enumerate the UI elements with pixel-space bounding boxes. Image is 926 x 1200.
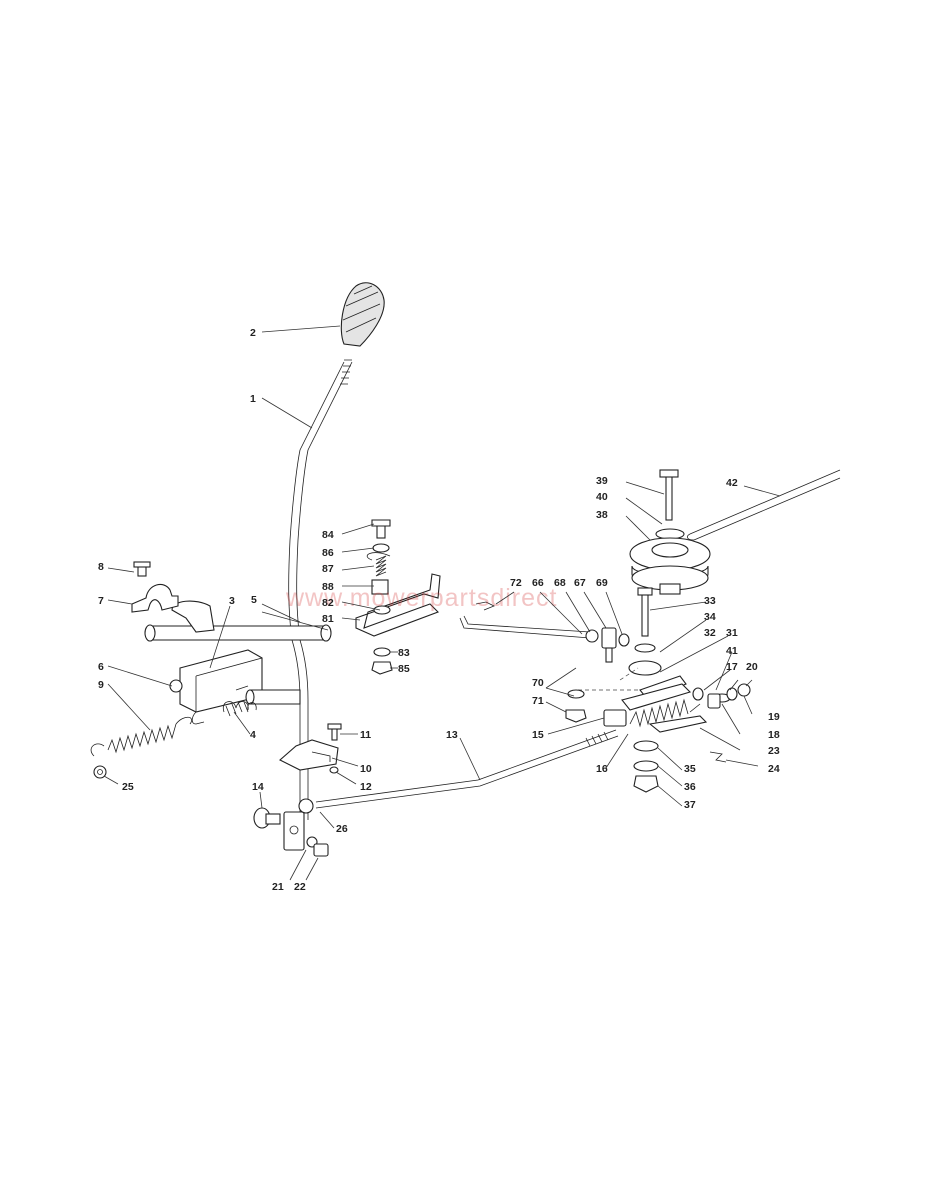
callout-13: 13 [446,729,458,741]
callout-6: 6 [98,661,104,673]
callout-9: 9 [98,679,104,691]
leader-lines [103,325,781,881]
callout-11: 11 [360,729,371,741]
callout-31: 31 [726,627,738,639]
callout-86: 86 [322,547,334,559]
callout-69: 69 [596,577,608,589]
callout-labels: 2 1 3 5 6 7 8 9 25 4 11 10 12 14 26 21 2… [98,327,780,893]
lever-knob [340,282,385,347]
callout-39: 39 [596,475,608,487]
callout-3: 3 [229,595,235,607]
callout-32: 32 [704,627,716,639]
callout-72: 72 [510,577,522,589]
callout-71: 71 [532,695,544,707]
callout-85: 85 [398,663,410,675]
callout-18: 18 [768,729,780,741]
callout-2: 2 [250,327,256,339]
lever-bracket-assembly [144,600,332,725]
link-rod [459,601,630,663]
callout-41: 41 [726,645,738,657]
callout-20: 20 [746,661,758,673]
callout-21: 21 [272,881,284,893]
clamp-bracket [131,561,179,613]
callout-10: 10 [360,763,372,775]
callout-5: 5 [251,594,257,606]
gear-lever-rod [283,359,353,851]
callout-1: 1 [250,393,256,405]
callout-15: 15 [532,729,544,741]
callout-40: 40 [596,491,608,503]
callout-67: 67 [574,577,586,589]
callout-70: 70 [532,677,544,689]
ball-joint [253,798,329,857]
callout-4: 4 [250,729,256,741]
idler-pulley [629,469,841,637]
callout-12: 12 [360,781,372,793]
callout-34: 34 [704,611,716,623]
callout-16: 16 [596,763,608,775]
callout-25: 25 [122,781,134,793]
callout-24: 24 [768,763,780,775]
callout-88: 88 [322,581,334,593]
guide-plate [279,723,342,774]
callout-36: 36 [684,781,696,793]
callout-23: 23 [768,745,780,757]
watermark: www.mowerpartsdirect [285,584,557,612]
callout-14: 14 [252,781,264,793]
callout-68: 68 [554,577,566,589]
torsion-spring [222,685,257,717]
idler-arm [565,643,751,793]
callout-19: 19 [768,711,780,723]
callout-38: 38 [596,509,608,521]
center-bracket [355,519,441,675]
callout-7: 7 [98,595,104,607]
callout-66: 66 [532,577,544,589]
tension-spring [90,716,192,779]
callout-35: 35 [684,763,696,775]
callout-82: 82 [322,597,334,609]
callout-81: 81 [322,613,334,625]
callout-37: 37 [684,799,696,811]
control-rod [315,729,619,809]
callout-17: 17 [726,661,738,673]
callout-42: 42 [726,477,738,489]
callout-33: 33 [704,595,716,607]
callout-8: 8 [98,561,104,573]
callout-84: 84 [322,529,334,541]
callout-83: 83 [398,647,410,659]
callout-26: 26 [336,823,348,835]
callout-87: 87 [322,563,334,575]
callout-22: 22 [294,881,306,893]
